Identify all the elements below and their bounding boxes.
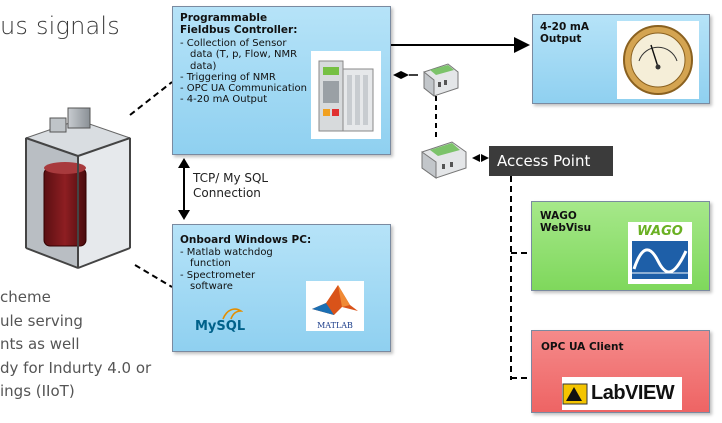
opc-client-box: OPC UA Client LabVIEW: [531, 330, 710, 413]
controller-item: Collection of Sensor data (T, p, Flow, N…: [180, 38, 308, 72]
body-text: cheme ule serving nts as well dy for Ind…: [0, 286, 151, 404]
matlab-membrane-icon: [312, 285, 358, 315]
controller-items: Collection of Sensor data (T, p, Flow, N…: [180, 38, 308, 106]
pc-box: Onboard Windows PC: Matlab watchdog func…: [172, 224, 391, 352]
mysql-logo: MySQL: [195, 319, 246, 334]
pc-item: Matlab watchdog function: [180, 247, 300, 270]
body-line: ings (IIoT): [0, 382, 75, 400]
body-line: nts as well: [0, 335, 80, 353]
controller-box: Programmable Fieldbus Controller: Collec…: [172, 6, 391, 155]
body-line: ule serving: [0, 311, 83, 330]
wago-wave-icon: [632, 241, 688, 279]
tcp-label-line2: Connection: [193, 186, 261, 200]
opc-title: OPC UA Client: [541, 341, 624, 353]
body-line: cheme: [0, 288, 51, 306]
labview-icon: [562, 383, 588, 404]
plc-device-image: [311, 51, 381, 139]
output-title-line1: 4-20 mA: [540, 21, 589, 33]
rig-controller-link: [129, 81, 173, 116]
webvisu-title-line1: WAGO: [540, 210, 577, 222]
tcp-label-line1: TCP/ My SQL: [193, 171, 269, 185]
body-line: dy for Indurty 4.0 or: [0, 358, 152, 377]
test-rig-illustration: [25, 107, 131, 269]
webvisu-box: WAGO WebVisu WAGO: [531, 201, 710, 291]
webvisu-title-line2: WebVisu: [540, 222, 592, 234]
wago-logo-text: WAGO: [637, 224, 683, 239]
wago-logo: WAGO: [628, 222, 692, 284]
mysql-dolphin-icon: [222, 308, 243, 320]
matlab-logo: MATLAB: [306, 281, 364, 331]
slide-title: us signals: [0, 12, 121, 40]
matlab-logo-text: MATLAB: [317, 321, 353, 330]
pc-items: Matlab watchdog function Spectrometer so…: [180, 247, 300, 292]
switch-device-icon: [421, 141, 467, 179]
access-point-label: Access Point: [489, 146, 613, 176]
tcp-connection-label: TCP/ My SQL Connection: [193, 171, 268, 201]
labview-logo: LabVIEW: [562, 377, 682, 410]
controller-item: Triggering of NMR: [180, 72, 308, 83]
controller-title-line2: Fieldbus Controller:: [180, 24, 298, 36]
router-device-icon: [423, 63, 459, 98]
output-box: 4-20 mA Output: [532, 14, 710, 104]
output-title-line2: Output: [540, 33, 582, 45]
analog-meter-icon: [617, 21, 699, 99]
rig-pc-link: [134, 264, 173, 288]
pc-title: Onboard Windows PC:: [180, 234, 312, 246]
controller-item: OPC UA Communication: [180, 83, 308, 94]
controller-title-line1: Programmable: [180, 12, 268, 24]
controller-item: 4-20 mA Output: [180, 94, 308, 105]
labview-logo-text: LabVIEW: [591, 382, 675, 404]
pc-item: Spectrometer software: [180, 270, 300, 293]
